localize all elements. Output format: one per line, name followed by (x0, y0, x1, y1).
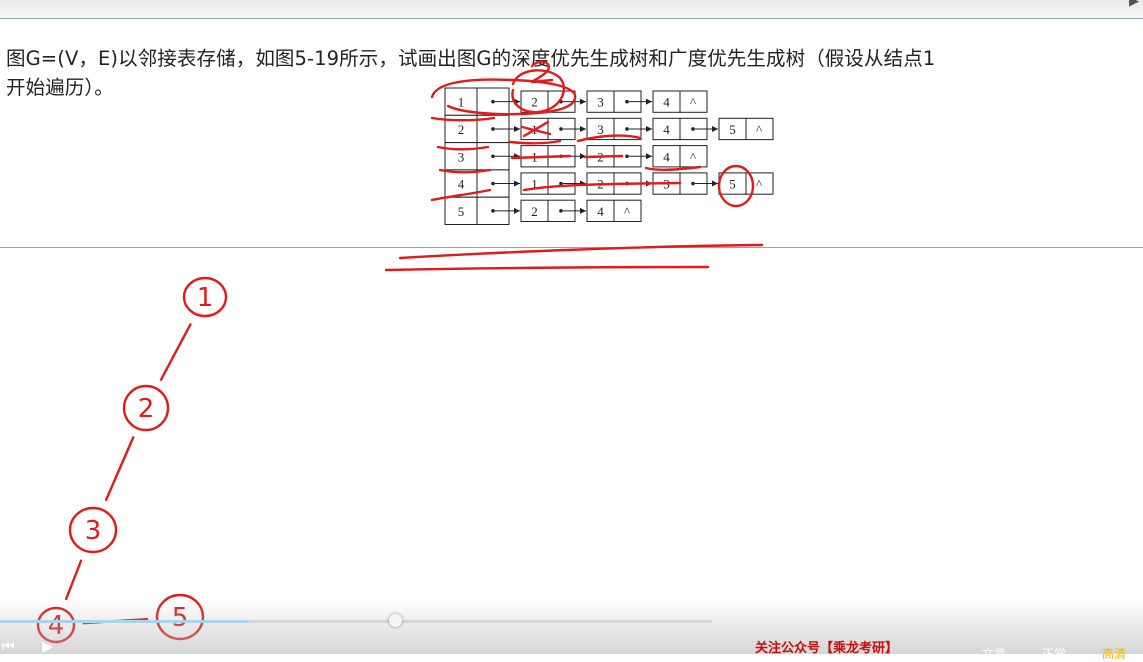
ink-double-underline-2 (384, 265, 710, 272)
ink-strike-2 (520, 120, 552, 138)
arrow-head (514, 207, 520, 214)
node-vertex-label: 4 (663, 95, 670, 110)
question-text: 图G=(V，E)以邻接表存储，如图5-19所示，试画出图G的深度优先生成树和广度… (6, 44, 1141, 102)
pointer-dot (625, 154, 629, 159)
node-vertex-label: 5 (729, 177, 736, 192)
tree-node-label: 2 (138, 394, 155, 424)
ink-annotations (384, 60, 764, 272)
node-vertex-label: 2 (531, 95, 538, 110)
head-vertex-label: 4 (458, 177, 465, 192)
arrow-head (514, 125, 520, 132)
pointer-dot (491, 127, 495, 131)
play-icon[interactable]: ▶ (42, 639, 53, 655)
logo-icon: ▶ (1129, 0, 1139, 9)
null-pointer-symbol: ^ (624, 204, 630, 219)
pointer-dot (491, 154, 495, 159)
node-vertex-label: 1 (531, 177, 538, 192)
node-vertex-label: 4 (663, 149, 670, 164)
question-line-1: 图G=(V，E)以邻接表存储，如图5-19所示，试画出图G的深度优先生成树和广度… (6, 47, 936, 70)
pointer-dot (691, 127, 695, 131)
tree-edge (159, 323, 192, 381)
progress-fill (0, 620, 250, 623)
node-vertex-label: 5 (729, 122, 736, 137)
top-divider (0, 18, 1143, 19)
tree-node-label: 1 (197, 283, 214, 313)
pointer-dot (559, 209, 563, 213)
tree-node-circle (68, 506, 118, 554)
ink-double-underline-1 (398, 243, 764, 260)
ink-circle-5 (717, 164, 755, 208)
pointer-dot (625, 127, 629, 131)
question-line-2: 开始遍历）。 (6, 76, 114, 99)
head-vertex-label: 5 (458, 204, 465, 219)
tree-edge (64, 559, 83, 601)
node-vertex-label: 3 (597, 95, 604, 110)
pointer-dot (691, 181, 695, 186)
node-next-cell (613, 199, 642, 222)
head-vertex-cell (444, 196, 478, 225)
head-vertex-label: 1 (458, 95, 465, 110)
node-vertex-label: 2 (531, 204, 538, 219)
ink-mark-row4 (522, 181, 682, 192)
node-vertex-label: 3 (597, 122, 604, 137)
null-pointer-symbol: ^ (756, 122, 762, 137)
pointer-dot (491, 181, 495, 186)
ink-circle-top (430, 78, 577, 116)
video-player-bar (0, 598, 1143, 654)
null-pointer-symbol: ^ (756, 177, 762, 192)
arrow-head (580, 125, 586, 132)
ink-mark-row2a (508, 139, 562, 145)
arrow-head (646, 98, 652, 105)
section-divider (0, 247, 1143, 248)
ink-underline-1 (430, 116, 496, 122)
ink-underline-2 (436, 145, 490, 151)
pointer-dot (559, 181, 563, 186)
ink-mark-row3a (510, 154, 624, 160)
pointer-dot (625, 99, 629, 104)
ink-two-mark (530, 60, 554, 84)
tree-node-circle (122, 384, 170, 432)
tree-edge (104, 436, 135, 501)
arrow-head (646, 125, 652, 132)
head-vertex-label: 2 (458, 122, 465, 137)
arrow-head (712, 180, 718, 187)
arrow-head (580, 207, 586, 214)
pointer-dot (491, 99, 495, 104)
top-toolbar: ▶ (0, 0, 1143, 18)
arrow-head (514, 180, 520, 187)
ink-mark-row3b (644, 165, 702, 171)
ink-circle-node2 (511, 69, 566, 114)
tree-node-label: 3 (85, 516, 102, 546)
arrow-head (580, 98, 586, 105)
node-next-cell (745, 117, 774, 141)
node-vertex-label: 4 (597, 204, 604, 219)
node-next-cell (679, 90, 708, 113)
arrow-head (646, 153, 652, 160)
ink-mark-row2b (576, 134, 642, 143)
watermark-text: 关注公众号【乘龙考研】 (755, 641, 899, 656)
null-pointer-symbol: ^ (690, 95, 696, 110)
node-vertex-label: 4 (663, 122, 670, 137)
arrow-head (580, 153, 586, 160)
arrow-head (712, 125, 718, 132)
head-vertex-label: 3 (458, 149, 465, 164)
previous-icon[interactable]: ⏮ (2, 639, 15, 655)
tree-node-circle (182, 276, 228, 318)
pointer-dot (559, 127, 563, 131)
ink-underline-4 (430, 188, 492, 202)
dfs-spanning-tree: 12345 (36, 276, 228, 644)
progress-knob[interactable] (389, 614, 403, 627)
null-pointer-symbol: ^ (690, 149, 696, 164)
pointer-dot (491, 209, 495, 213)
ink-underline-3 (438, 168, 492, 174)
progress-bar[interactable] (0, 620, 712, 623)
